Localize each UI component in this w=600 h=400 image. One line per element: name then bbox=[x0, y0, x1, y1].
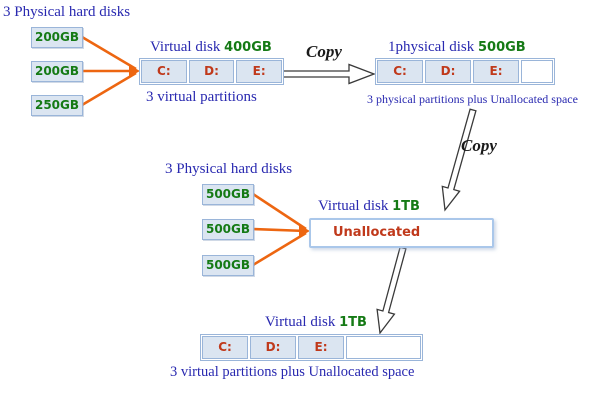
bottom-disk-title: Virtual disk bbox=[265, 314, 336, 330]
partition-c: C: bbox=[141, 60, 187, 83]
mid-source-title: 3 Physical hard disks bbox=[165, 161, 293, 177]
partition-d: D: bbox=[425, 60, 471, 83]
unallocated-space-cell bbox=[346, 336, 421, 359]
physical-disk-500gb-label: 1physical disk 500GB bbox=[388, 39, 526, 56]
partition-e: E: bbox=[298, 336, 344, 359]
virtual-disk-1tb-label: Virtual disk 1TB bbox=[318, 198, 420, 215]
source-disk-200gb-2: 200GB bbox=[31, 61, 83, 82]
physical-disk-500gb-caption: 3 physical partitions plus Unallocated s… bbox=[367, 92, 578, 106]
unallocated-space-cell bbox=[521, 60, 553, 83]
physical-disk-500gb-size: 500GB bbox=[478, 40, 526, 55]
virtual-disk-400gb-label: Virtual disk 400GB bbox=[150, 39, 272, 56]
bottom-disk-bar: C: D: E: bbox=[200, 334, 423, 361]
virtual-disk-400gb-bar: C: D: E: bbox=[139, 58, 284, 85]
virtual-disk-1tb-size: 1TB bbox=[392, 199, 420, 214]
partition-c: C: bbox=[377, 60, 423, 83]
partition-d: D: bbox=[250, 336, 296, 359]
source-disk-500gb-3: 500GB bbox=[202, 255, 254, 276]
source-disk-500gb-2: 500GB bbox=[202, 219, 254, 240]
partition-e: E: bbox=[473, 60, 519, 83]
source-disk-250gb: 250GB bbox=[31, 95, 83, 116]
source-disk-500gb-1: 500GB bbox=[202, 184, 254, 205]
partition-d: D: bbox=[188, 60, 235, 83]
copy-label-1: Copy bbox=[306, 42, 342, 61]
bottom-disk-caption: 3 virtual partitions plus Unallocated sp… bbox=[170, 364, 415, 380]
physical-disk-500gb-title: 1physical disk bbox=[388, 39, 475, 55]
physical-disk-500gb-bar: C: D: E: bbox=[375, 58, 555, 85]
bottom-disk-size: 1TB bbox=[339, 315, 367, 330]
copy-label-2: Copy bbox=[461, 136, 497, 155]
partition-e: E: bbox=[236, 60, 283, 83]
virtual-disk-1tb-title: Virtual disk bbox=[318, 198, 389, 214]
virtual-disk-400gb-size: 400GB bbox=[224, 40, 272, 55]
unallocated-box: Unallocated bbox=[309, 218, 494, 248]
virtual-disk-400gb-title: Virtual disk bbox=[150, 39, 221, 55]
virtual-disk-400gb-caption: 3 virtual partitions bbox=[146, 89, 257, 105]
bottom-disk-label: Virtual disk 1TB bbox=[265, 314, 367, 331]
top-source-title: 3 Physical hard disks bbox=[3, 4, 131, 20]
source-disk-200gb-1: 200GB bbox=[31, 27, 83, 48]
partition-c: C: bbox=[202, 336, 248, 359]
